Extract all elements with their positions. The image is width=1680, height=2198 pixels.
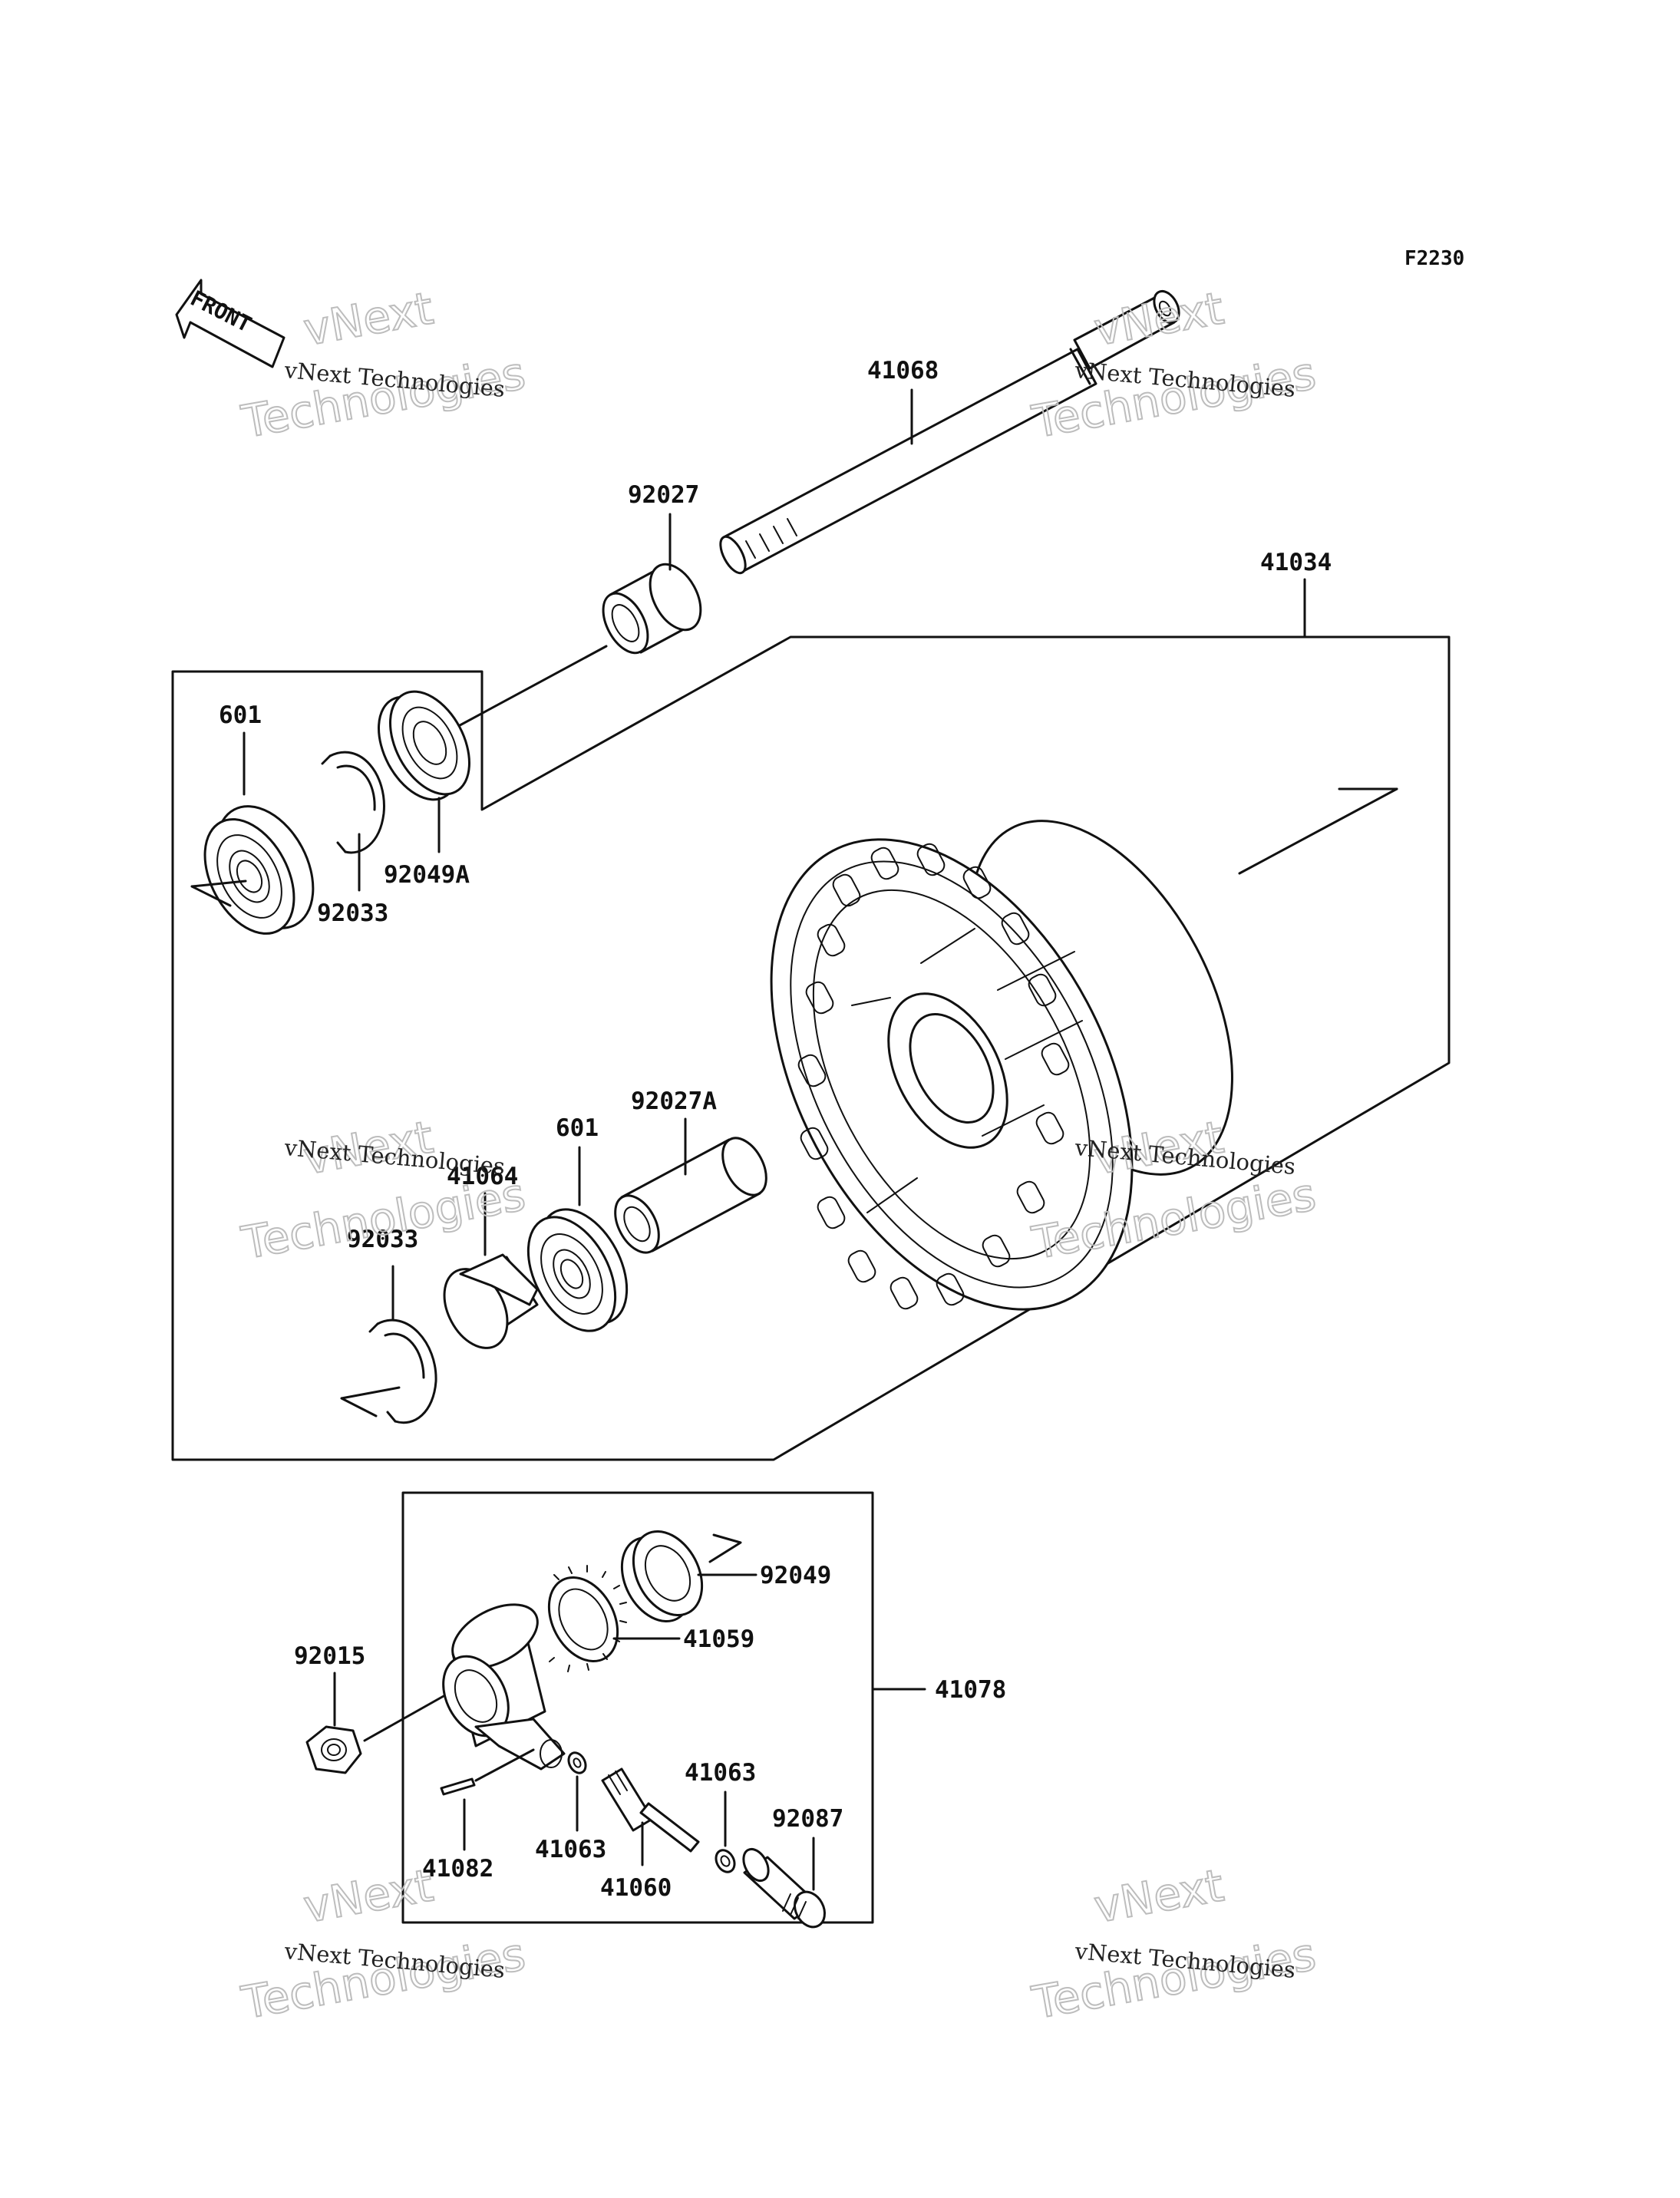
label-41078: 41078 [935,1676,1006,1704]
label-92033-upper: 92033 [317,899,388,927]
label-41082: 41082 [422,1855,493,1883]
label-92033-lower: 92033 [347,1226,418,1253]
collar-92027A [614,1137,767,1254]
washer-41063-right [715,1849,736,1873]
axle-nut-92015 [305,1725,362,1774]
watermark-bottom-left: vNext Technologies vNext Technologies [237,1858,530,2030]
label-92015: 92015 [294,1642,365,1670]
collar-92027 [602,563,702,655]
oil-seal-92049 [620,1530,704,1623]
label-41063-left: 41063 [535,1836,606,1863]
label-41068: 41068 [867,357,939,384]
label-41059: 41059 [683,1625,754,1653]
axle [719,289,1180,575]
speedometer-drive-gear-41059 [547,1565,627,1672]
axis-line-hub [1238,787,1398,875]
washer-41063-left [567,1751,587,1774]
cast-wheel [770,820,1233,1311]
label-92027: 92027 [628,481,699,509]
speedometer-gearbox-frame [401,1491,874,1924]
pin-41082 [440,1777,476,1796]
bearing-601-upper [203,805,315,935]
label-601-lower: 601 [556,1114,599,1142]
circlip-92033-upper [321,751,385,854]
figure-code: F2230 [1404,247,1464,270]
axis-line-upper [451,645,608,731]
label-41064: 41064 [447,1163,518,1190]
circlip-92033-lower [368,1318,437,1424]
label-92027A: 92027A [631,1087,717,1115]
label-92049A: 92049A [384,861,470,889]
wheel-assembly-frame [171,635,1451,1461]
label-92087: 92087 [772,1805,843,1833]
label-41063-right: 41063 [685,1759,756,1787]
speedometer-gear-housing [442,1603,566,1771]
speedometer-pinion-41060 [601,1767,700,1853]
oil-seal-92049A [378,690,470,801]
label-92049: 92049 [760,1562,831,1589]
label-41034: 41034 [1260,549,1332,576]
speedometer-gear-housing-41064 [443,1253,539,1349]
watermark-bottom-right: vNext Technologies vNext Technologies [1028,1858,1321,2030]
bearing-601-lower [526,1208,629,1332]
svg-text:vNext: vNext [1091,1859,1228,1932]
watermark-top-left: vNext Technologies vNext Technologies [237,281,530,449]
svg-text:vNext: vNext [1091,282,1228,355]
svg-text:vNext: vNext [300,282,437,355]
label-41060: 41060 [600,1874,672,1902]
label-601-upper: 601 [219,701,262,729]
bushing-92087 [742,1847,826,1929]
front-direction-arrow: FRONT [175,279,286,368]
